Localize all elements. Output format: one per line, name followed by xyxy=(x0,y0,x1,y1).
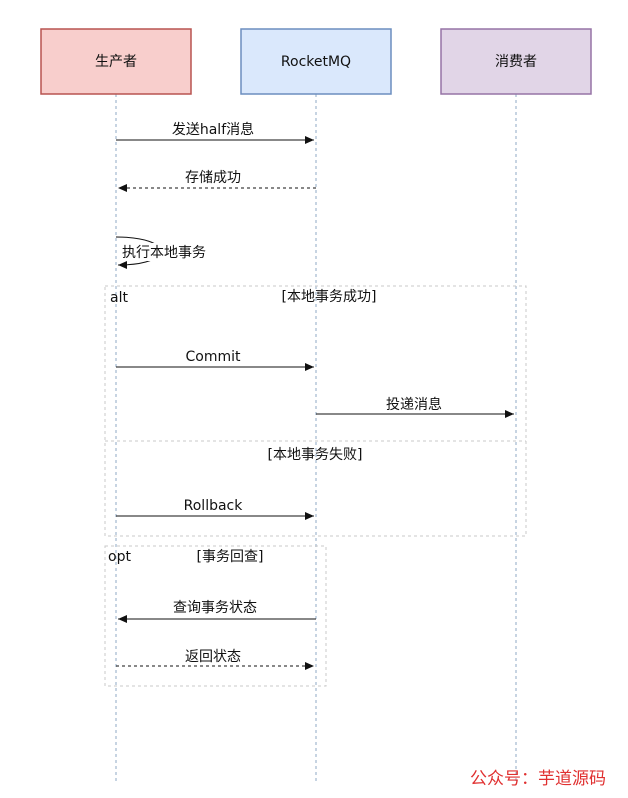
message-check-status-label: 查询事务状态 xyxy=(173,600,257,616)
participant-broker: RocketMQ xyxy=(240,28,392,95)
message-exec-local-label: 执行本地事务 xyxy=(122,245,206,261)
fragment-opt-tag: opt xyxy=(108,549,131,565)
participant-broker-label: RocketMQ xyxy=(281,54,351,70)
participant-consumer-label: 消费者 xyxy=(495,54,537,70)
fragment-alt-guard-success: [本地事务成功] xyxy=(282,289,377,305)
fragment-opt-guard: [事务回查] xyxy=(197,549,264,565)
message-rollback-label: Rollback xyxy=(184,498,244,514)
message-commit: Commit xyxy=(116,349,314,371)
message-store-ok-label: 存储成功 xyxy=(185,170,241,186)
message-check-status: 查询事务状态 xyxy=(118,600,316,623)
participant-consumer: 消费者 xyxy=(440,28,592,95)
message-return-status: 返回状态 xyxy=(116,649,314,670)
message-rollback: Rollback xyxy=(116,498,314,520)
message-return-status-label: 返回状态 xyxy=(185,649,241,665)
message-send-half-label: 发送half消息 xyxy=(172,121,254,138)
participant-producer: 生产者 xyxy=(40,28,192,95)
message-send-half: 发送half消息 xyxy=(116,121,314,144)
message-deliver-label: 投递消息 xyxy=(386,396,442,413)
message-store-ok: 存储成功 xyxy=(118,170,316,192)
fragment-opt: opt [事务回查] xyxy=(104,545,327,687)
message-commit-label: Commit xyxy=(186,349,242,365)
fragment-alt-tag: alt xyxy=(110,290,128,306)
participant-producer-label: 生产者 xyxy=(95,54,137,70)
message-deliver: 投递消息 xyxy=(316,396,514,418)
fragment-alt: alt [本地事务成功] [本地事务失败] xyxy=(104,285,527,537)
fragment-alt-guard-fail: [本地事务失败] xyxy=(268,447,363,463)
message-exec-local: 执行本地事务 xyxy=(115,236,215,269)
watermark-text: 公众号：芋道源码 xyxy=(470,769,606,789)
